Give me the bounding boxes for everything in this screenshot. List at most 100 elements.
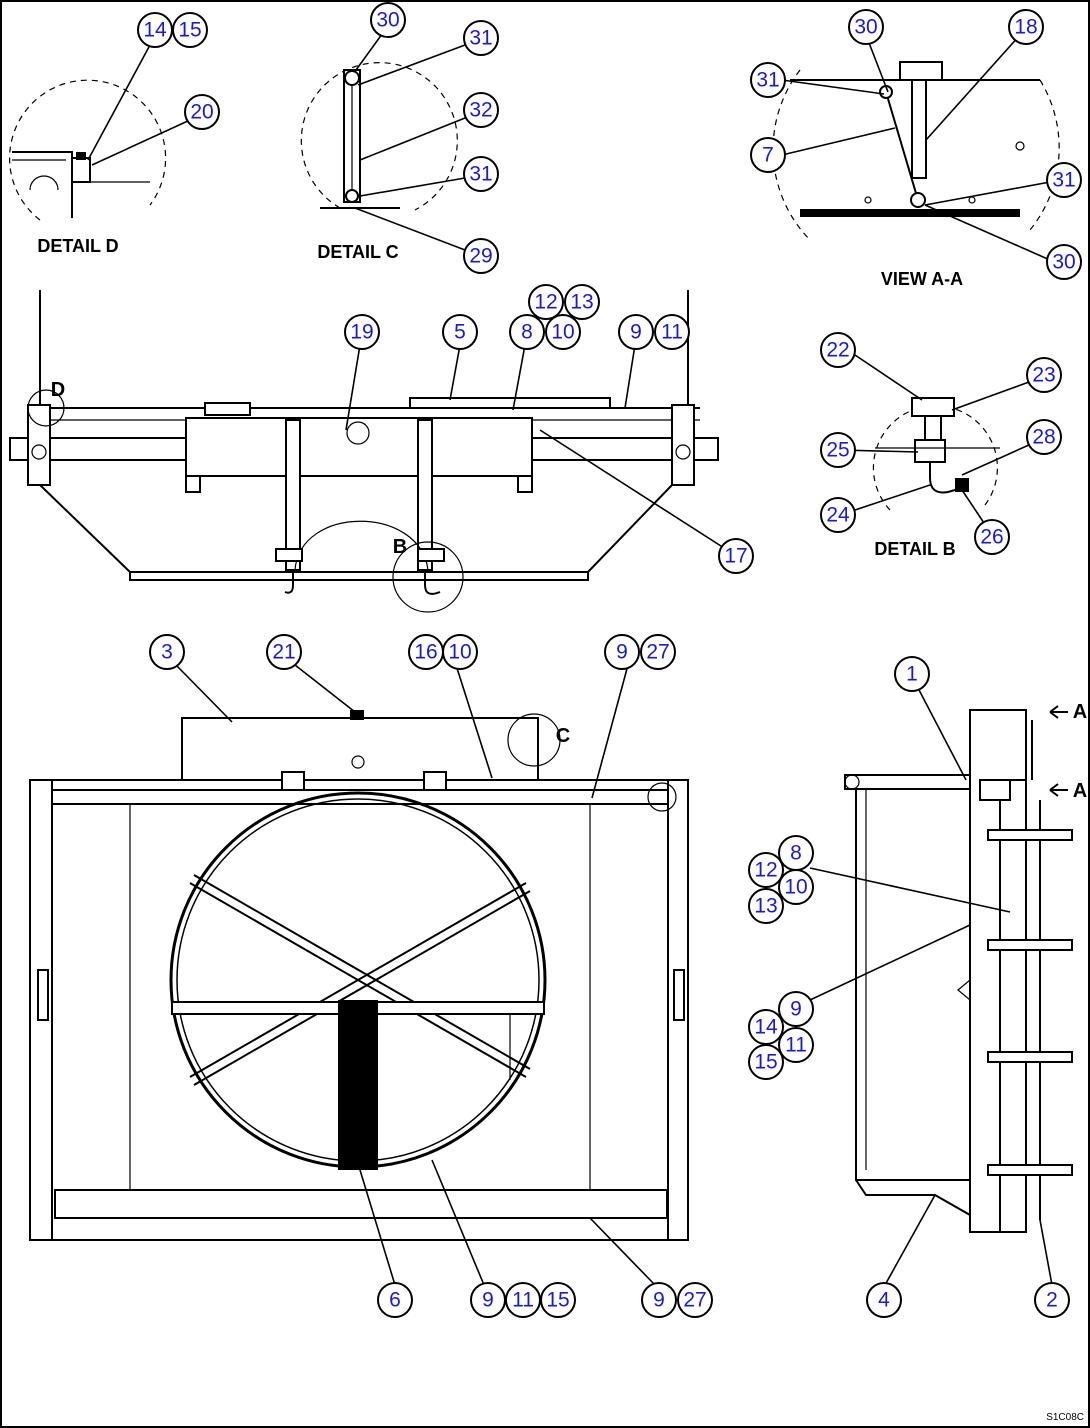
- detail-d-caption: DETAIL D: [37, 236, 118, 256]
- svg-text:12: 12: [534, 291, 557, 314]
- balloon-11: 11: [505, 1282, 541, 1318]
- balloon-10: 10: [778, 869, 814, 905]
- balloon-11: 11: [654, 314, 690, 350]
- svg-text:27: 27: [683, 1289, 706, 1312]
- balloon-22: 22: [820, 332, 856, 368]
- balloon-9: 9: [604, 634, 640, 670]
- svg-text:1: 1: [906, 663, 918, 686]
- balloon-8: 8: [509, 314, 545, 350]
- detail-c-view: DETAIL C: [300, 29, 466, 262]
- svg-text:31: 31: [469, 163, 492, 186]
- side-view: A A: [809, 687, 1087, 1286]
- svg-text:5: 5: [454, 321, 466, 344]
- view-aa: VIEW A-A: [772, 34, 1060, 289]
- svg-text:8: 8: [790, 842, 802, 865]
- balloon-27: 27: [640, 634, 676, 670]
- balloon-31: 31: [463, 20, 499, 56]
- top-view: D B: [9, 290, 736, 613]
- detail-b-view: DETAIL B: [839, 354, 1041, 559]
- svg-text:18: 18: [1014, 16, 1037, 39]
- balloon-15: 15: [540, 1282, 576, 1318]
- detail-b-caption: DETAIL B: [874, 539, 955, 559]
- balloon-11: 11: [778, 1027, 814, 1063]
- balloon-25: 25: [820, 432, 856, 468]
- balloon-9: 9: [470, 1282, 506, 1318]
- balloon-24: 24: [820, 497, 856, 533]
- balloon-27: 27: [677, 1282, 713, 1318]
- balloon-set: 14 15 20 30 31 32 31 29 30 18 31 7 31 30…: [137, 2, 1082, 1318]
- balloon-9: 9: [641, 1282, 677, 1318]
- balloon-30: 30: [1046, 244, 1082, 280]
- front-view: C: [29, 664, 689, 1286]
- balloon-12: 12: [528, 284, 564, 320]
- svg-text:17: 17: [724, 545, 747, 568]
- balloon-30: 30: [848, 9, 884, 45]
- svg-text:15: 15: [754, 1051, 777, 1074]
- balloon-31: 31: [1046, 162, 1082, 198]
- balloon-2: 2: [1034, 1282, 1070, 1318]
- svg-text:30: 30: [1052, 251, 1075, 274]
- svg-text:16: 16: [414, 641, 437, 664]
- balloon-13: 13: [564, 284, 600, 320]
- balloon-32: 32: [463, 92, 499, 128]
- balloon-1: 1: [894, 656, 930, 692]
- balloon-31: 31: [463, 156, 499, 192]
- balloon-8: 8: [778, 835, 814, 871]
- svg-text:15: 15: [178, 19, 201, 42]
- svg-text:9: 9: [482, 1289, 494, 1312]
- balloon-19: 19: [344, 314, 380, 350]
- detail-c-caption: DETAIL C: [317, 242, 398, 262]
- balloon-4: 4: [866, 1282, 902, 1318]
- balloon-20: 20: [184, 94, 220, 130]
- svg-text:28: 28: [1032, 426, 1055, 449]
- svg-text:25: 25: [826, 439, 849, 462]
- svg-text:11: 11: [661, 321, 683, 344]
- svg-text:31: 31: [756, 69, 779, 92]
- detail-d-view: DETAIL D: [9, 44, 191, 256]
- svg-text:10: 10: [784, 876, 807, 899]
- balloon-12: 12: [748, 852, 784, 888]
- svg-text:3: 3: [161, 641, 173, 664]
- balloon-29: 29: [463, 238, 499, 274]
- svg-text:7: 7: [762, 144, 774, 167]
- svg-text:15: 15: [546, 1289, 569, 1312]
- balloon-17: 17: [718, 538, 754, 574]
- svg-text:24: 24: [826, 504, 850, 527]
- balloon-6: 6: [377, 1282, 413, 1318]
- svg-text:6: 6: [389, 1289, 401, 1312]
- svg-text:32: 32: [469, 99, 492, 122]
- svg-text:9: 9: [653, 1289, 665, 1312]
- balloon-14: 14: [137, 12, 173, 48]
- svg-text:8: 8: [521, 321, 533, 344]
- svg-text:14: 14: [143, 19, 167, 42]
- svg-text:13: 13: [570, 291, 593, 314]
- balloon-30: 30: [370, 2, 406, 38]
- balloon-26: 26: [974, 519, 1010, 555]
- section-letter-a-bottom: A: [1073, 780, 1087, 802]
- section-letter-d: D: [51, 379, 65, 401]
- balloon-15: 15: [172, 12, 208, 48]
- svg-text:10: 10: [551, 321, 574, 344]
- svg-text:21: 21: [272, 641, 295, 664]
- balloon-13: 13: [748, 888, 784, 924]
- svg-text:30: 30: [854, 16, 877, 39]
- svg-text:27: 27: [646, 641, 669, 664]
- balloon-10: 10: [545, 314, 581, 350]
- balloon-7: 7: [750, 137, 786, 173]
- section-letter-a-top: A: [1073, 701, 1087, 723]
- balloon-3: 3: [149, 634, 185, 670]
- svg-text:13: 13: [754, 895, 777, 918]
- balloon-5: 5: [442, 314, 478, 350]
- svg-text:9: 9: [630, 321, 642, 344]
- balloon-21: 21: [266, 634, 302, 670]
- balloon-15: 15: [748, 1044, 784, 1080]
- balloon-14: 14: [748, 1009, 784, 1045]
- balloon-31: 31: [750, 62, 786, 98]
- svg-text:9: 9: [790, 998, 802, 1021]
- svg-text:23: 23: [1032, 364, 1055, 387]
- balloon-9: 9: [778, 991, 814, 1027]
- balloon-23: 23: [1026, 357, 1062, 393]
- svg-text:9: 9: [616, 641, 628, 664]
